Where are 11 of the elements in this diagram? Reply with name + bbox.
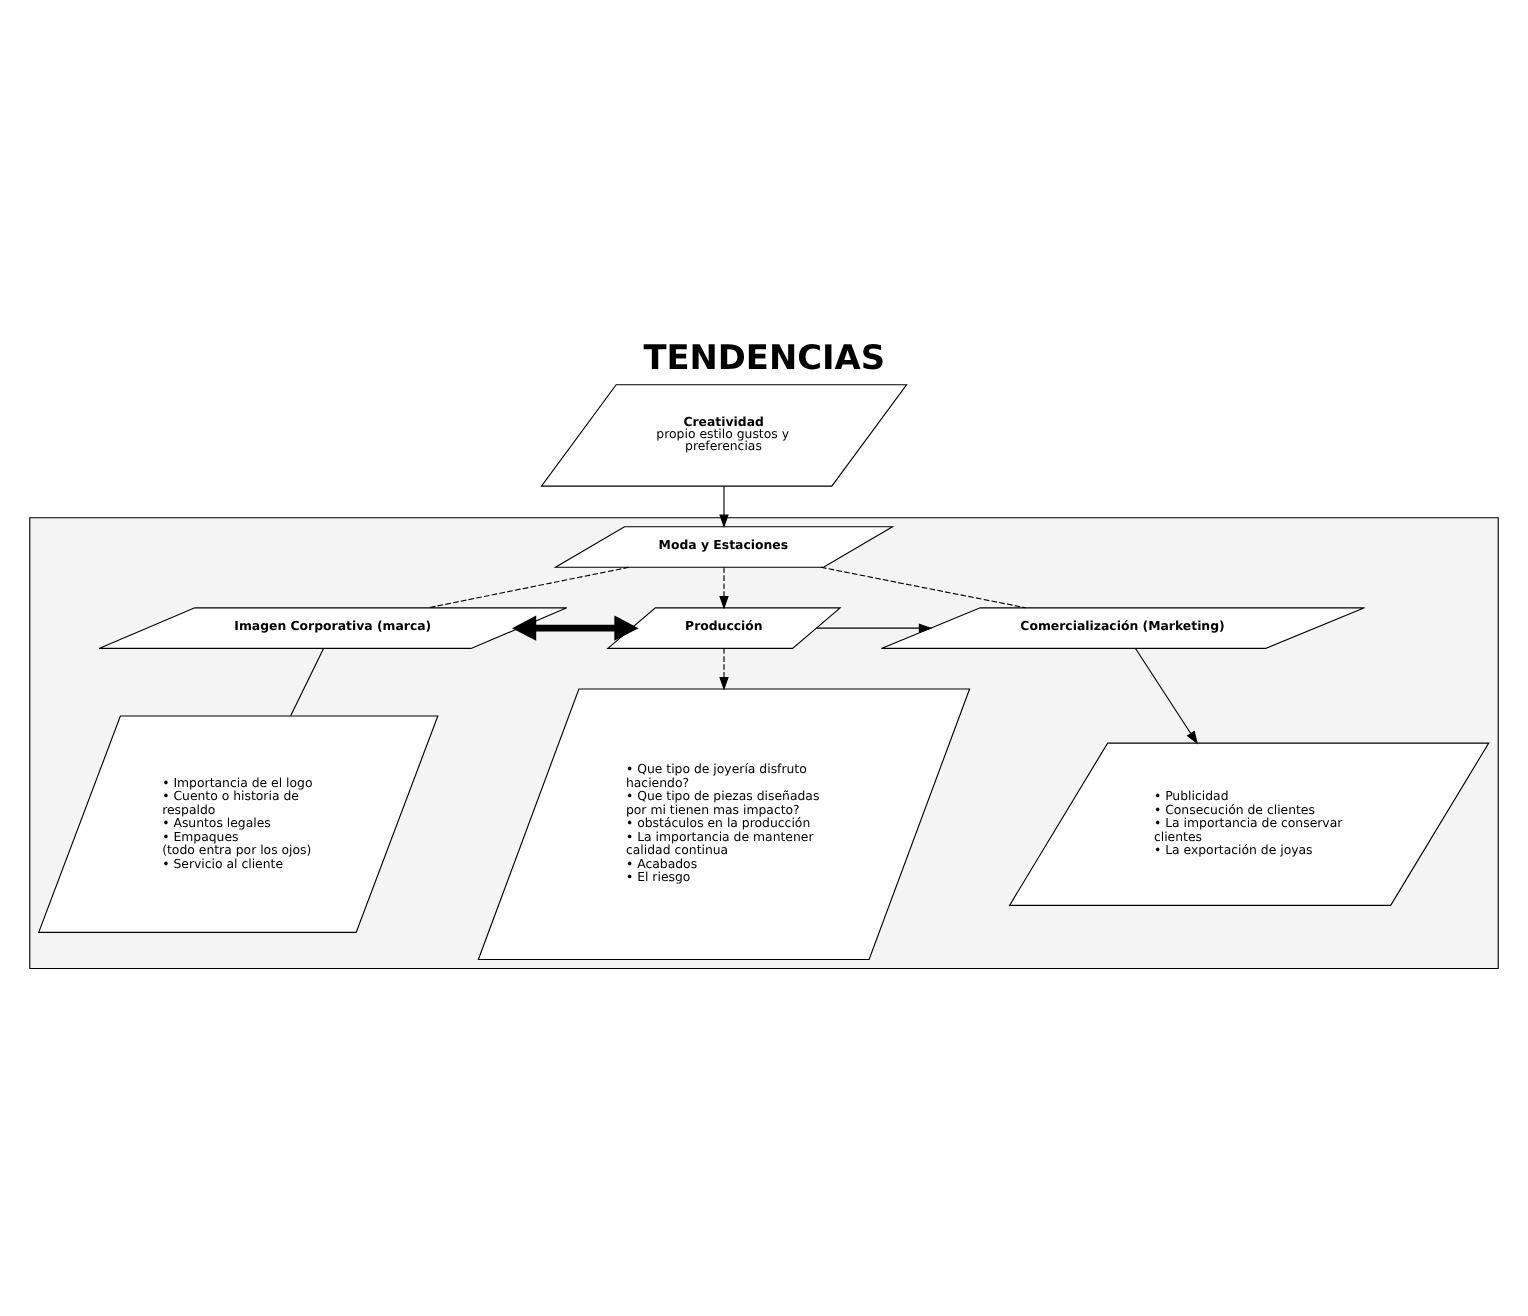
connector bbox=[427, 566, 630, 609]
arrow bbox=[719, 485, 729, 529]
connector bbox=[820, 566, 1027, 609]
arrow bbox=[512, 615, 639, 641]
arrow bbox=[1134, 648, 1198, 745]
cluster bbox=[29, 517, 1499, 970]
diagram-title: TENDENCIAS bbox=[643, 336, 886, 377]
connector bbox=[290, 648, 325, 717]
arrow bbox=[816, 623, 933, 633]
arrow bbox=[719, 648, 729, 691]
arrow bbox=[719, 567, 729, 610]
